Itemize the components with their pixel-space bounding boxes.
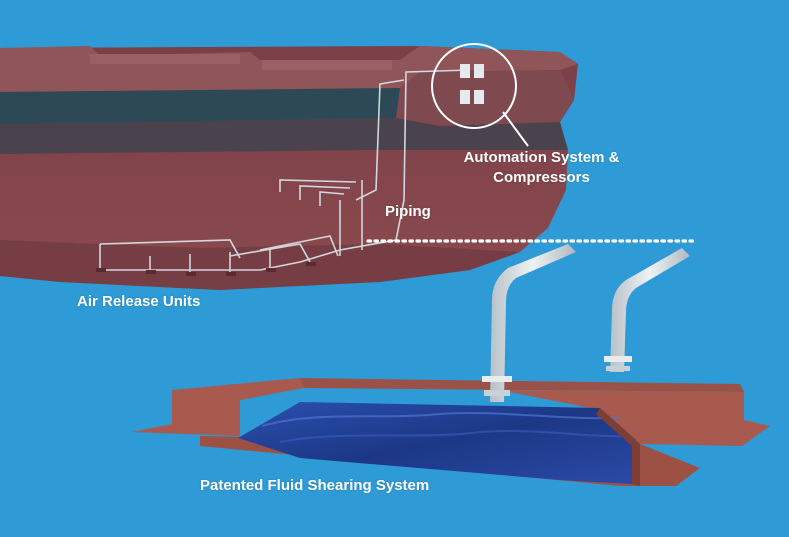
front-wall xyxy=(596,408,640,486)
fluid-shearing-label: Patented Fluid Shearing System xyxy=(200,477,430,494)
compressor-unit xyxy=(474,64,484,78)
hatch-cover xyxy=(262,60,392,70)
supply-pipe-right xyxy=(610,248,690,372)
compressor-unit xyxy=(460,64,470,78)
air-release-units-label: Air Release Units xyxy=(77,293,201,310)
air-water-cavity xyxy=(238,402,636,484)
deck-band xyxy=(0,88,400,124)
hatch-cover xyxy=(90,54,240,64)
fluid-shearing-section xyxy=(132,378,770,486)
compressor-unit xyxy=(460,90,470,104)
automation-highlight xyxy=(431,43,529,147)
bow-band xyxy=(396,70,574,126)
ship-hull xyxy=(0,46,578,290)
automation-label-line2: Compressors xyxy=(493,169,590,186)
compressor-unit xyxy=(474,90,484,104)
back-wall xyxy=(300,378,744,392)
automation-label: Automation System & Compressors xyxy=(434,148,649,188)
air-release-units xyxy=(96,262,316,276)
piping-label: Piping xyxy=(385,203,431,220)
hull-side-band xyxy=(0,118,568,154)
left-plate xyxy=(132,378,304,436)
hull-shadow xyxy=(0,240,520,290)
right-plate xyxy=(500,390,770,446)
supply-pipes xyxy=(482,244,690,402)
automation-label-line1: Automation System & xyxy=(463,149,620,166)
supply-pipe-left xyxy=(490,244,576,402)
